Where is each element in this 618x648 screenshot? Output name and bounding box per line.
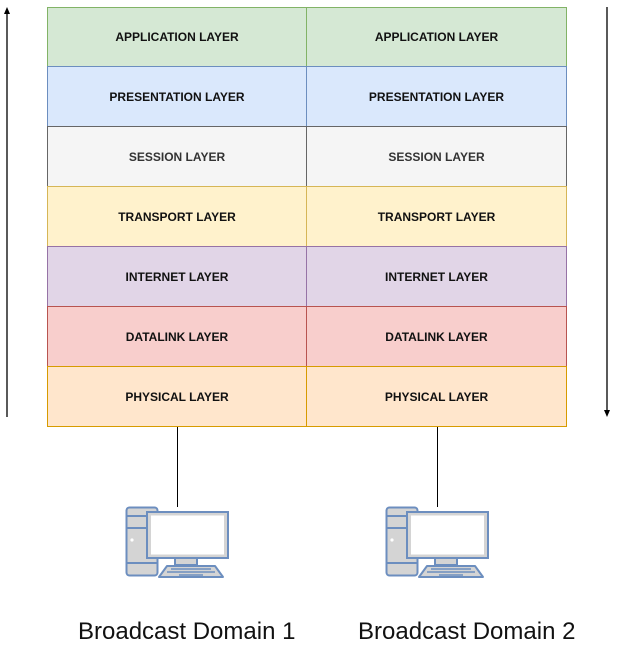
layer-datalink: DATALINK LAYER [306, 306, 567, 367]
layer-session: SESSION LAYER [47, 126, 307, 187]
layer-label: SESSION LAYER [388, 149, 485, 164]
layer-physical: PHYSICAL LAYER [306, 366, 567, 427]
protocol-stack-left: APPLICATION LAYER PRESENTATION LAYER SES… [47, 7, 307, 427]
arrowhead-up-icon [4, 7, 10, 14]
upward-flow-arrow [4, 7, 10, 417]
broadcast-domain-1-label: Broadcast Domain 1 [78, 618, 296, 645]
layer-application: APPLICATION LAYER [47, 7, 307, 67]
layer-label: TRANSPORT LAYER [377, 209, 496, 224]
broadcast-domain-2-label: Broadcast Domain 2 [358, 618, 576, 645]
layer-label: PRESENTATION LAYER [109, 89, 245, 104]
layer-label: TRANSPORT LAYER [118, 209, 236, 224]
desktop-computer-icon [125, 506, 229, 578]
layer-label: DATALINK LAYER [125, 329, 229, 344]
layer-label: APPLICATION LAYER [374, 30, 499, 44]
layer-datalink: DATALINK LAYER [47, 306, 307, 367]
layer-application: APPLICATION LAYER [306, 7, 567, 67]
layer-label: INTERNET LAYER [125, 269, 229, 284]
connector-line-right [437, 427, 438, 507]
layer-presentation: PRESENTATION LAYER [47, 66, 307, 127]
layer-session: SESSION LAYER [306, 126, 567, 187]
layer-transport: TRANSPORT LAYER [47, 186, 307, 247]
layer-internet: INTERNET LAYER [47, 246, 307, 307]
desktop-computer-icon [385, 506, 489, 578]
layer-physical: PHYSICAL LAYER [47, 366, 307, 427]
protocol-stack-right: APPLICATION LAYER PRESENTATION LAYER SES… [306, 7, 567, 427]
layer-label: SESSION LAYER [128, 149, 226, 164]
layer-label: DATALINK LAYER [385, 329, 488, 344]
layer-presentation: PRESENTATION LAYER [306, 66, 567, 127]
layer-label: PRESENTATION LAYER [368, 89, 505, 104]
layer-transport: TRANSPORT LAYER [306, 186, 567, 247]
downward-flow-arrow [604, 7, 610, 417]
connector-line-left [177, 427, 178, 507]
arrowhead-down-icon [604, 410, 610, 417]
layer-internet: INTERNET LAYER [306, 246, 567, 307]
layer-label: PHYSICAL LAYER [384, 389, 489, 404]
layer-label: APPLICATION LAYER [115, 30, 239, 44]
layer-label: PHYSICAL LAYER [125, 389, 229, 404]
layer-label: INTERNET LAYER [385, 269, 488, 284]
